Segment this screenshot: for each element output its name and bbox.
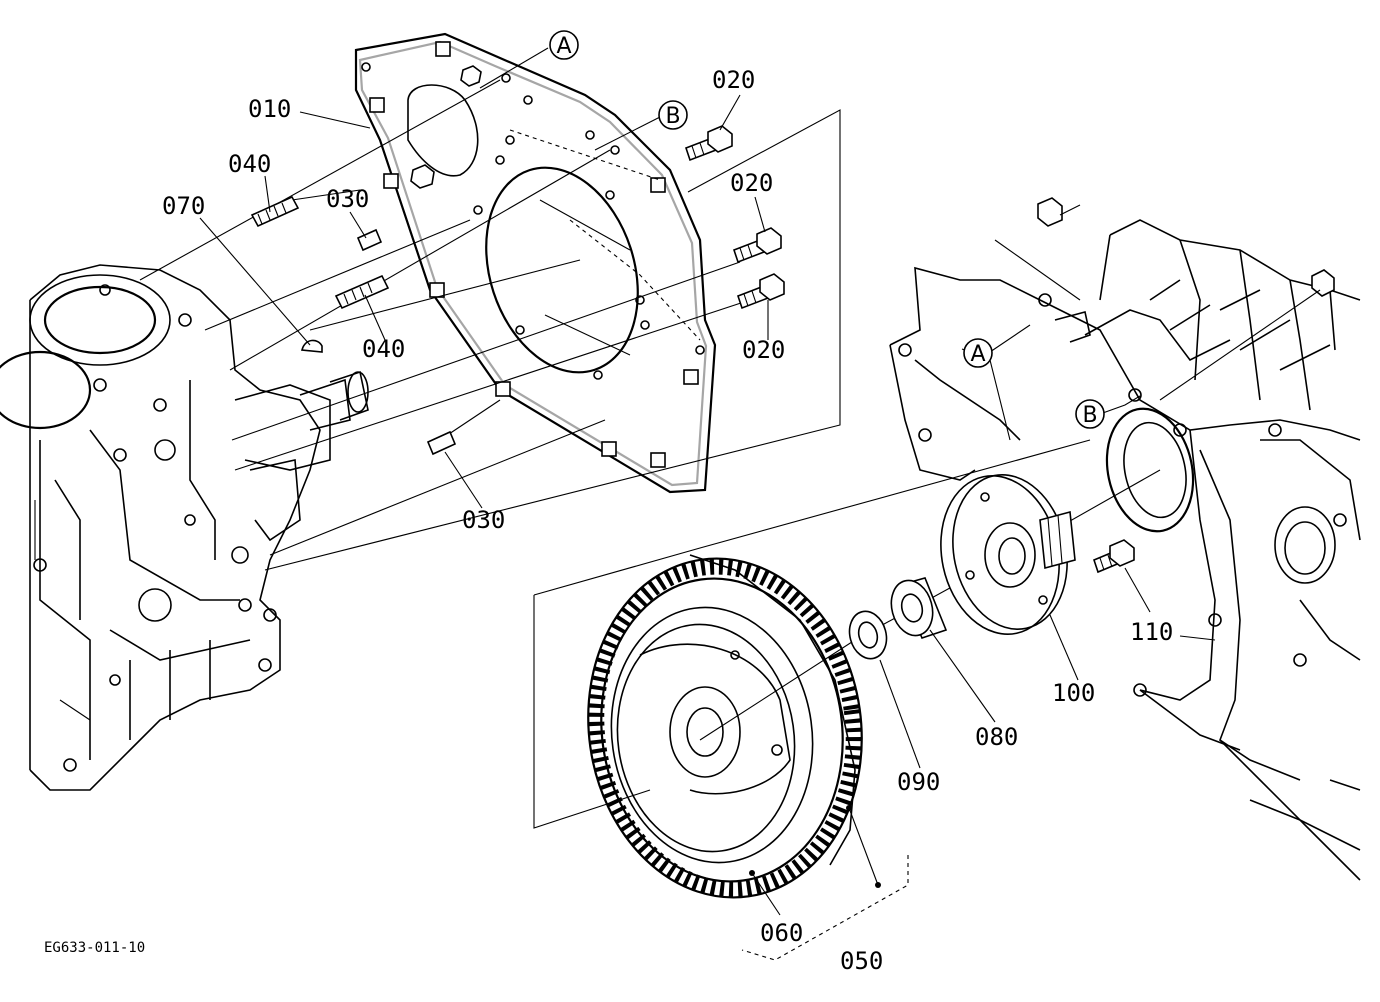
svg-text:B: B: [665, 104, 680, 129]
label-100: 100: [1052, 679, 1095, 707]
engine-block: [0, 264, 369, 791]
ref-mark-a-plate: A: [549, 30, 579, 60]
flywheel: [533, 439, 1091, 899]
label-040-lower: 040: [362, 335, 405, 363]
guide-lines: [139, 79, 751, 556]
drawing-code: EG633-011-10: [44, 940, 145, 956]
stud-040-upper: [250, 195, 300, 228]
label-090: 090: [897, 768, 940, 796]
svg-text:A: A: [970, 342, 985, 367]
key-070: [300, 339, 323, 353]
label-060: 060: [760, 919, 803, 947]
pin-030-lower: [426, 430, 457, 456]
label-070: 070: [162, 192, 205, 220]
label-020-top: 020: [712, 66, 755, 94]
leader-lines: [199, 47, 1216, 916]
bolt-020-low: [736, 273, 785, 310]
bracket-050: [741, 855, 909, 961]
label-030-lower: 030: [462, 506, 505, 534]
label-050: 050: [840, 947, 883, 975]
bolt-110: [1093, 539, 1135, 574]
label-040-upper: 040: [228, 150, 271, 178]
svg-text:A: A: [556, 34, 571, 59]
assembly-guide-box-upper: [264, 109, 841, 571]
coupling-disc-100: [940, 474, 1076, 635]
pin-030-upper: [356, 228, 383, 252]
ref-mark-b-plate: B: [658, 100, 688, 130]
label-110: 110: [1130, 618, 1173, 646]
label-020-mid: 020: [730, 169, 773, 197]
bolt-020-mid: [732, 227, 782, 264]
svg-text:B: B: [1082, 403, 1097, 428]
spacer-090: [848, 610, 888, 660]
bolt-020-top: [684, 125, 733, 162]
stud-040-lower: [334, 274, 390, 310]
label-030-upper: 030: [326, 185, 369, 213]
ref-mark-a-housing: A: [963, 338, 993, 368]
label-020-low: 020: [742, 336, 785, 364]
ref-mark-b-housing: B: [1075, 399, 1105, 429]
label-080: 080: [975, 723, 1018, 751]
housing-guide-lines: [994, 204, 1321, 401]
bearing-080: [890, 577, 948, 639]
label-010: 010: [248, 95, 291, 123]
adapter-plate: [354, 32, 717, 494]
